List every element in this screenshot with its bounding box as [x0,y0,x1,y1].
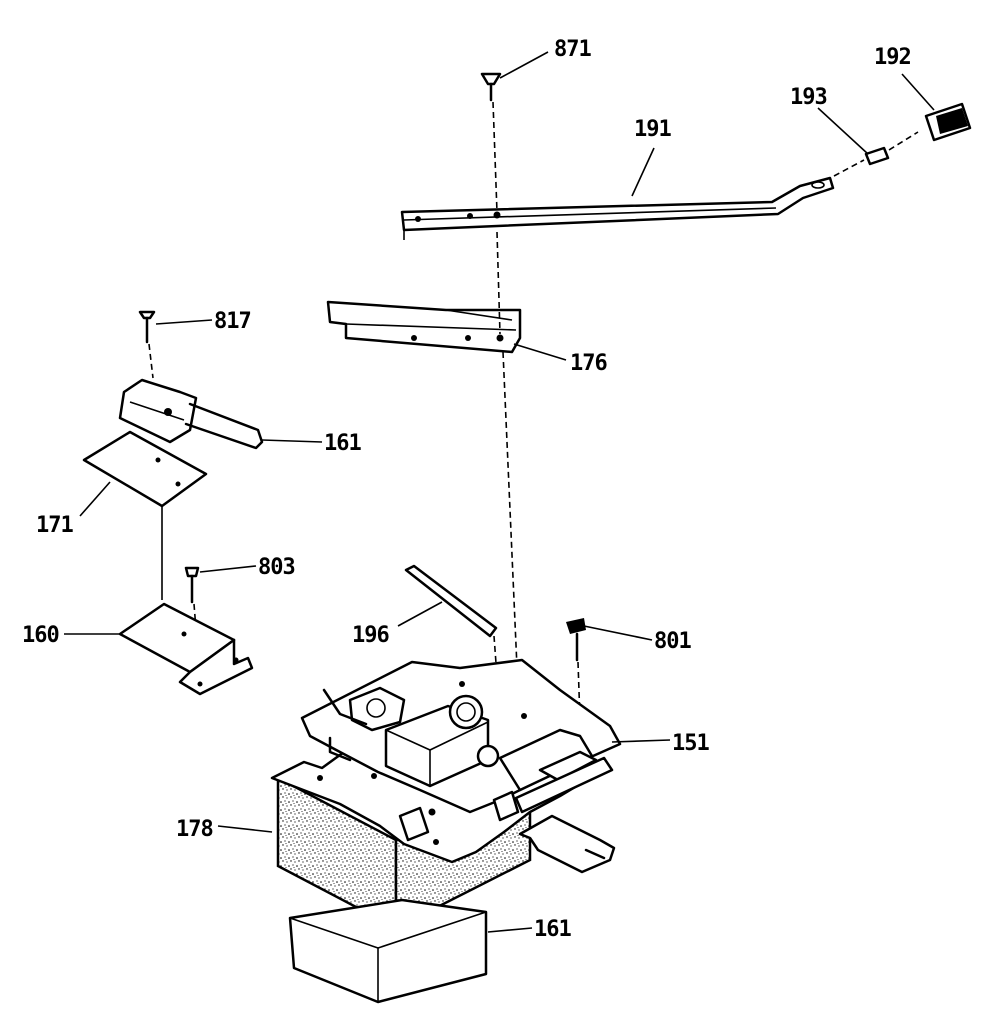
switch-161-upper [118,378,264,450]
label-817: 817 [214,309,251,334]
bracket-176 [326,231,522,691]
knob-192 [924,102,972,142]
label-178: 178 [176,817,213,842]
label-151: 151 [672,731,709,756]
label-161-lower: 161 [534,917,571,942]
label-161-upper: 161 [324,431,361,456]
label-803: 803 [258,555,295,580]
base-block-161 [288,898,488,1004]
pin-193 [833,131,919,177]
label-171: 171 [36,513,73,538]
label-176: 176 [570,351,607,376]
plate-171 [82,430,208,600]
bracket-160 [118,602,254,696]
screw-817 [138,310,156,379]
label-193: 193 [790,85,827,110]
leader-lines [64,51,935,933]
mechanism-assembly-151 [270,658,622,874]
label-191: 191 [634,117,671,142]
label-196: 196 [352,623,389,648]
label-871: 871 [554,37,591,62]
screw-871 [480,72,502,213]
label-160: 160 [22,623,59,648]
label-801: 801 [654,629,691,654]
screw-801 [566,618,586,721]
lever-arm-191 [400,176,835,240]
label-192: 192 [874,45,911,70]
